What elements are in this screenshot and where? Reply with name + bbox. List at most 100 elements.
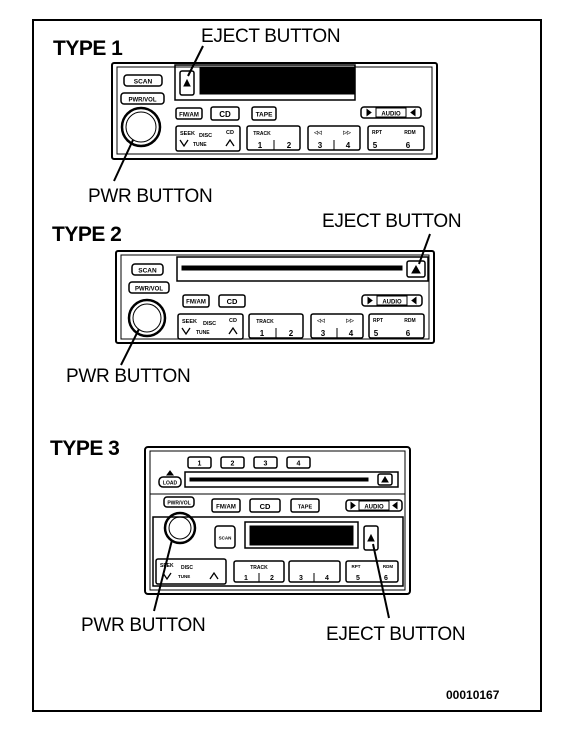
type-2-rdm-label: RDM (404, 318, 415, 324)
type-1-preset-3: 3 (318, 141, 323, 150)
type-3-radio: 1 2 3 4 LOAD (144, 446, 411, 619)
type-1-eject-callout: EJECT BUTTON (201, 26, 341, 47)
type-1-tape-button[interactable]: TAPE (251, 106, 277, 121)
type-3-scan-button[interactable]: SCAN (214, 525, 236, 549)
type-3-pwr-vol-button[interactable]: PWR/VOL (163, 496, 195, 508)
type-2-pwr-vol-label: PWR/VOL (135, 287, 163, 293)
type-2-audio-control[interactable]: AUDIO (361, 294, 423, 307)
type-3-fm-am-button[interactable]: FM/AM (211, 498, 241, 513)
type-3-disc-1-label: 1 (198, 461, 202, 468)
type-3-pwr-knob[interactable] (163, 511, 197, 545)
type-3-title: TYPE 3 (50, 437, 120, 460)
type-2-fm-am-button[interactable]: FM/AM (182, 294, 210, 308)
type-2-eject-button[interactable] (406, 260, 426, 278)
type-1-eject-icon (183, 78, 191, 87)
type-2-faceplate (115, 250, 435, 344)
type-2-cd-button[interactable]: CD (218, 294, 246, 308)
type-1-seek-tune-button[interactable]: SEEK DISC CD TUNE (175, 125, 241, 152)
type-2-eject-callout: EJECT BUTTON (322, 211, 462, 232)
type-2-title: TYPE 2 (52, 223, 122, 246)
type-1-eject-button[interactable] (179, 70, 195, 96)
type-3-tape-label: TAPE (298, 505, 313, 511)
type-1-pwr-knob[interactable] (120, 106, 162, 148)
type-3-cd-slot-panel (184, 471, 399, 488)
type-1-audio-control[interactable]: AUDIO (360, 106, 422, 119)
type-3-preset-3: 3 (299, 575, 303, 582)
type-1-preset-6: 6 (406, 141, 411, 150)
type-1-audio-left-icon (366, 108, 372, 117)
type-2-audio-left-icon (367, 296, 373, 305)
type-3-faceplate (144, 446, 411, 595)
type-3-pwr-knob-ring (168, 516, 192, 540)
type-3-fm-am-label: FM/AM (216, 505, 236, 511)
type-2-preset-1-2[interactable]: TRACK 1 2 (248, 313, 304, 339)
type-2-seek-label: SEEK (182, 319, 197, 325)
type-3-tune-down-icon (162, 572, 172, 581)
type-3-preset-3-4[interactable]: 3 4 (288, 560, 341, 583)
type-3-disc-label: DISC (181, 565, 193, 571)
type-1-radio: SCAN PWR/VOL FM/AM CD (111, 45, 438, 182)
type-3-load-button[interactable]: LOAD (158, 470, 182, 488)
type-2-pwr-knob[interactable] (127, 298, 167, 338)
type-1-pwr-vol-button[interactable]: PWR/VOL (120, 92, 165, 105)
type-2-cd-label: CD (227, 297, 238, 306)
type-2-pwr-vol-button[interactable]: PWR/VOL (128, 281, 170, 294)
type-3-audio-control[interactable]: AUDIO (345, 499, 403, 512)
type-1-preset-3-4[interactable]: ◁◁ ▷▷ 3 4 (307, 125, 361, 151)
type-3-seek-tune-button[interactable]: SEEK DISC TUNE (155, 558, 227, 585)
type-1-cd-small-label: CD (226, 130, 234, 136)
type-3-preset-1-2[interactable]: TRACK 1 2 (233, 560, 285, 583)
type-2-audio-label: AUDIO (382, 300, 402, 306)
type-3-cd-eject-button[interactable] (377, 473, 393, 486)
type-2-inner-bezel (120, 254, 430, 340)
type-3-load-arrow-icon (166, 470, 174, 476)
type-3-rpt-label: RPT (352, 564, 361, 569)
type-3-audio-label: AUDIO (364, 505, 384, 511)
type-1-scan-button[interactable]: SCAN (123, 74, 163, 87)
type-1-preset-1: 1 (258, 141, 263, 150)
type-1-preset-2: 2 (287, 141, 292, 150)
type-3-audio-right-icon (392, 501, 398, 510)
type-2-seek-tune-button[interactable]: SEEK DISC CD TUNE (177, 313, 244, 340)
type-2-scan-button[interactable]: SCAN (131, 263, 164, 276)
type-3-disc-2-button[interactable]: 2 (220, 456, 245, 469)
type-1-fm-am-label: FM/AM (179, 113, 199, 119)
type-3-disc-1-button[interactable]: 1 (187, 456, 212, 469)
type-3-preset-5-6[interactable]: RPT RDM 5 6 (345, 560, 399, 583)
type-1-title: TYPE 1 (53, 37, 123, 60)
type-2-preset-5-6[interactable]: RPT RDM 5 6 (368, 313, 425, 339)
type-2-pwr-knob-ring (132, 303, 162, 333)
type-3-disc-3-button[interactable]: 3 (253, 456, 278, 469)
type-1-tape-label: TAPE (256, 112, 274, 119)
type-2-scan-label: SCAN (138, 268, 157, 275)
type-3-cd-button[interactable]: CD (249, 498, 281, 513)
type-1-preset-5-6[interactable]: RPT RDM 5 6 (367, 125, 425, 151)
type-2-preset-3: 3 (321, 329, 326, 338)
type-1-fast-rev-icon: ◁◁ (313, 130, 322, 136)
type-1-preset-1-2[interactable]: TRACK 1 2 (246, 125, 301, 151)
type-3-preset-2: 2 (270, 575, 274, 582)
type-2-radio: SCAN PWR/VOL FM/AM CD (115, 233, 435, 366)
type-2-fast-rev-icon: ◁◁ (316, 318, 325, 324)
type-1-eject-leader (187, 45, 204, 77)
type-3-cd-eject-icon (381, 476, 389, 483)
type-2-preset-3-4[interactable]: ◁◁ ▷▷ 3 4 (310, 313, 364, 339)
type-3-disc-4-button[interactable]: 4 (286, 456, 311, 469)
type-3-inner-bezel (149, 450, 406, 591)
type-3-cd-label: CD (260, 502, 271, 511)
type-3-scan-label: SCAN (219, 536, 232, 541)
type-3-tape-eject-button[interactable] (363, 525, 379, 551)
type-1-fm-am-button[interactable]: FM/AM (175, 107, 203, 120)
type-1-tune-up-icon (225, 138, 235, 147)
type-3-tape-button[interactable]: TAPE (290, 498, 320, 513)
type-3-audio-left-icon (350, 501, 356, 510)
type-1-tune-down-icon (179, 139, 189, 148)
type-2-preset-1: 1 (260, 329, 265, 338)
type-1-display (199, 67, 356, 95)
type-2-eject-leader (418, 233, 431, 265)
type-1-track-label: TRACK (253, 131, 271, 137)
type-1-cd-button[interactable]: CD (210, 106, 240, 121)
type-1-pwr-vol-label: PWR/VOL (129, 98, 157, 104)
type-3-tune-label: TUNE (178, 574, 190, 579)
